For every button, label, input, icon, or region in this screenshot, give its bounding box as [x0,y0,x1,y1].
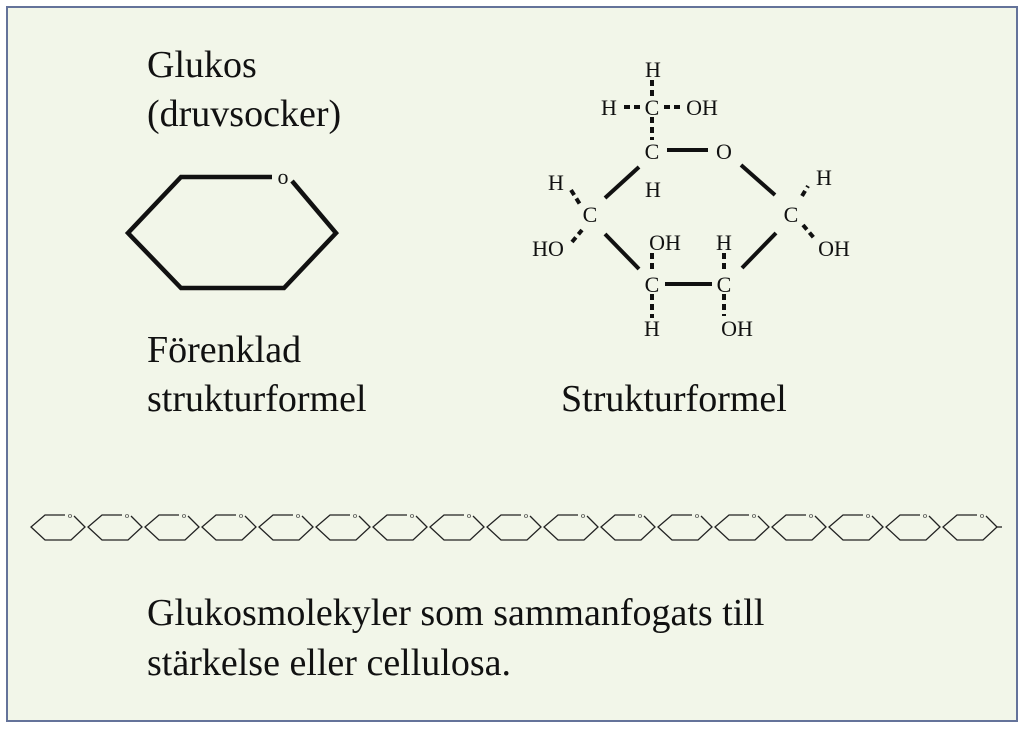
atom-c5-h: H [645,177,661,202]
chain-unit: o [87,511,143,541]
atom-c4-h: H [548,170,564,195]
atom-c6-oh: OH [686,95,718,120]
atom-c1-h: H [816,165,832,190]
atom-c6-h-top: H [645,57,661,82]
atom-c2-h: H [716,230,732,255]
atom-c3-h: H [644,316,660,341]
atom-c4: C [583,202,598,227]
chain-unit-oxygen: o [296,511,300,520]
bond-c2-c1 [740,231,778,270]
simplified-caption-line2: strukturformel [147,378,367,420]
chain-unit-oxygen: o [980,511,984,520]
chain-unit-oxygen: o [68,511,72,520]
chain-unit: o [714,511,770,541]
chain-unit: o [486,511,542,541]
atom-c5: C [645,139,660,164]
chain-unit-oxygen: o [752,511,756,520]
chain-unit-oxygen: o [524,511,528,520]
chain-unit: o [258,511,314,541]
atom-c6: C [645,95,660,120]
chain-unit: o [315,511,371,541]
atom-c1-oh: OH [818,236,850,261]
chain-unit: o [828,511,884,541]
chain-unit: o [885,511,941,541]
structural-atoms: H H OH C C H O H C HO H C OH OH C H H C … [532,57,850,341]
structural-caption: Strukturformel [561,378,787,420]
chain-unit: o [771,511,827,541]
bottom-caption-line1: Glukosmolekyler som sammanfogats till [147,592,765,634]
chain-unit-oxygen: o [695,511,699,520]
chain-unit: o [429,511,485,541]
chain-unit: o [543,511,599,541]
bond-c4-c5 [603,165,641,200]
chain-unit-oxygen: o [467,511,471,520]
simplified-caption-line1: Förenklad [147,329,302,371]
atom-c3-oh: OH [649,230,681,255]
structural-formula [569,80,816,318]
chain-unit-oxygen: o [410,511,414,520]
atom-c2: C [717,272,732,297]
simplified-hexagon: o [124,164,340,291]
chain-unit: o [201,511,257,541]
chain-unit-oxygen: o [125,511,129,520]
chain-unit-oxygen: o [239,511,243,520]
chain-unit-oxygen: o [182,511,186,520]
atom-c1: C [784,202,799,227]
chain-unit-oxygen: o [866,511,870,520]
chain-unit: o [942,511,998,541]
chain-unit-oxygen: o [923,511,927,520]
atom-c6-h-left: H [601,95,617,120]
chain-unit: o [30,511,86,541]
chain-unit: o [372,511,428,541]
diagram-panel [6,6,1018,722]
chain-unit-oxygen: o [638,511,642,520]
atom-c4-ho: HO [532,236,564,261]
atom-c2-oh: OH [721,316,753,341]
simplified-ring-oxygen: o [278,164,289,189]
chain-unit: o [600,511,656,541]
glucose-title: Glukos [147,44,257,86]
bond-c4-c3 [603,232,641,271]
atom-c3: C [645,272,660,297]
chain-unit-oxygen: o [809,511,813,520]
chain-unit: o [144,511,200,541]
glucose-subtitle: (druvsocker) [147,93,342,135]
chain-unit: o [657,511,713,541]
bond-o-c1 [739,163,777,197]
atom-ring-oxygen: O [716,139,732,164]
chain-unit-oxygen: o [353,511,357,520]
bottom-caption-line2: stärkelse eller cellulosa. [147,642,512,684]
chain-unit-oxygen: o [581,511,585,520]
